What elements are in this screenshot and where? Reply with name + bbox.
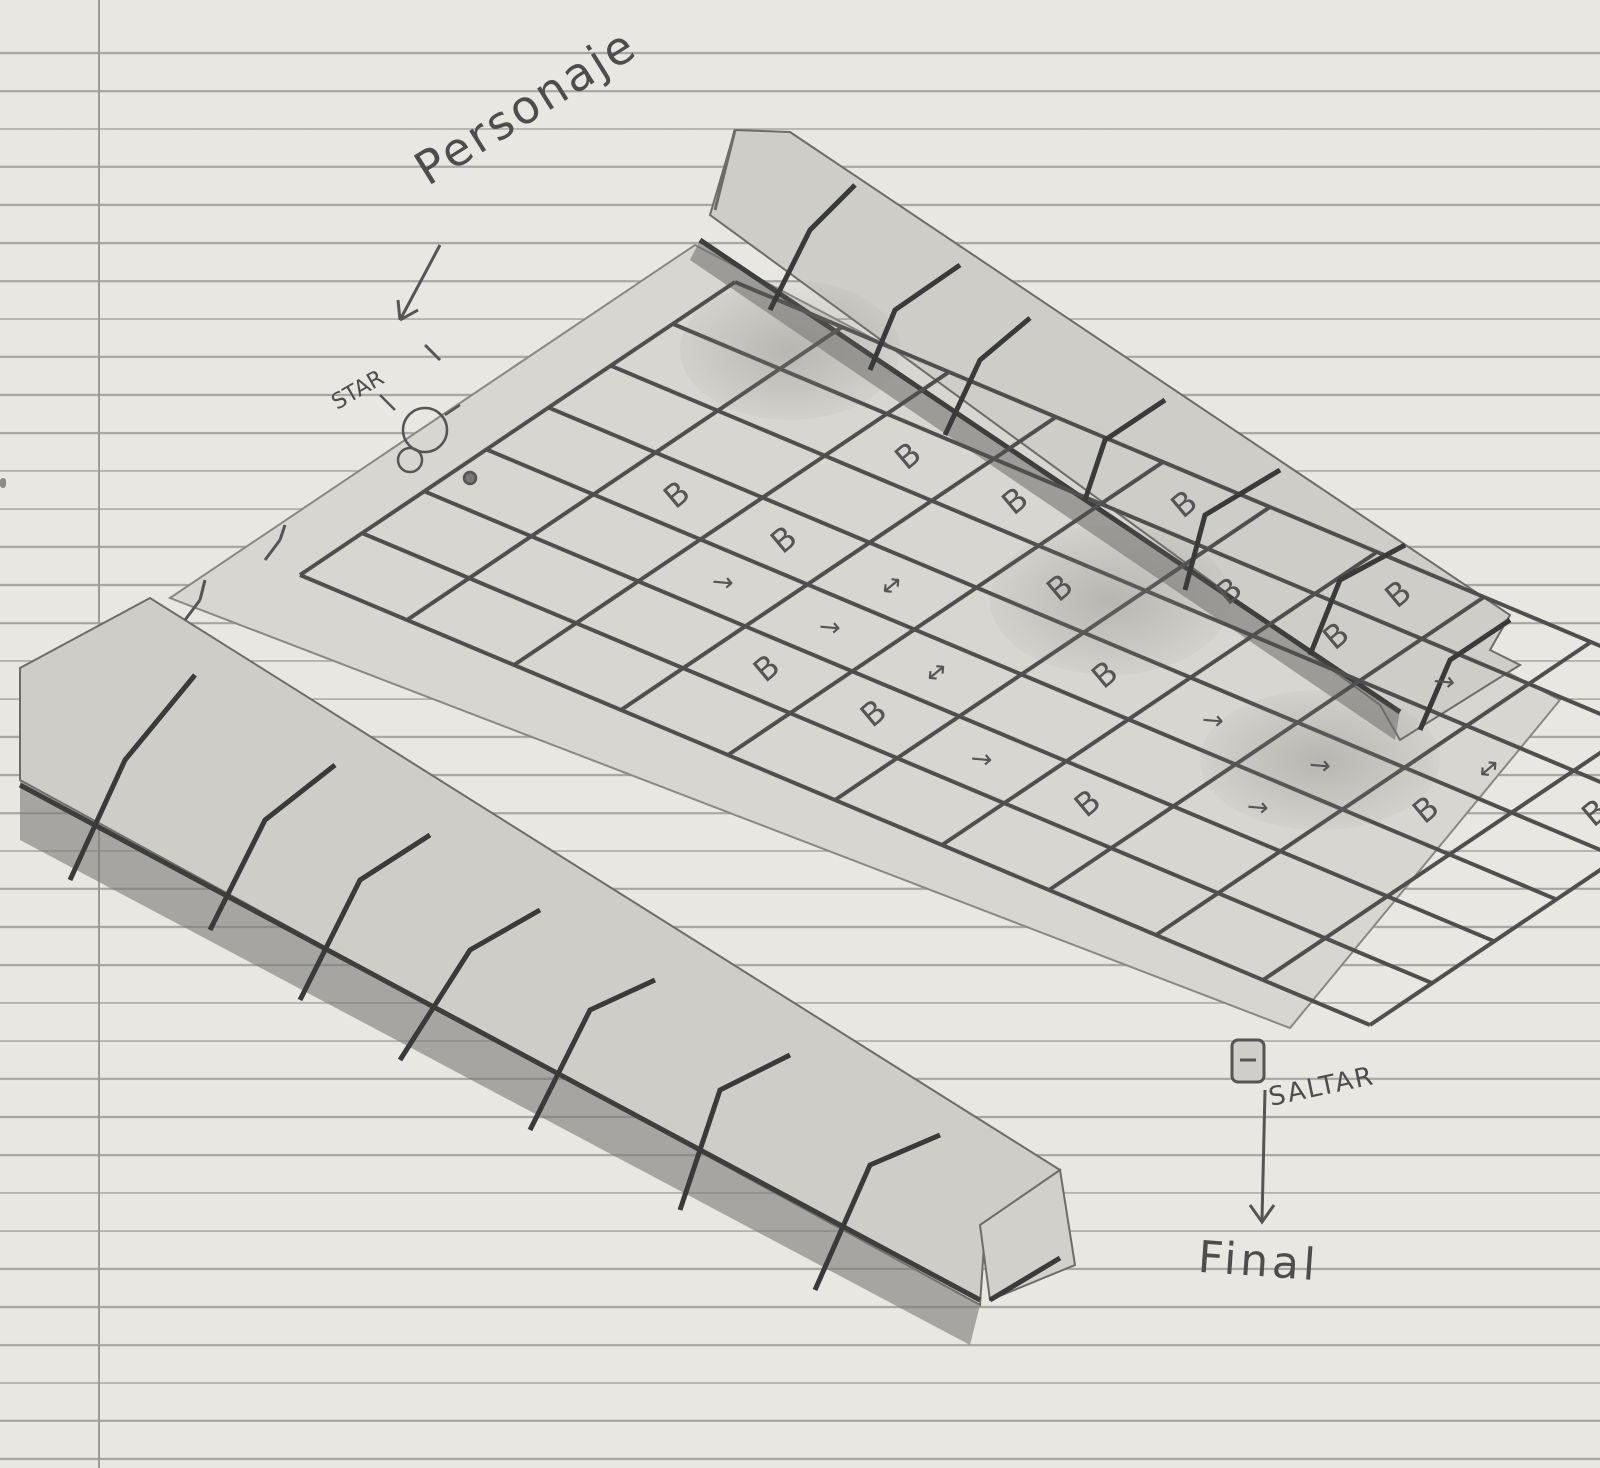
cell-symbol: ↘ (1595, 667, 1600, 704)
shade-blob (1200, 690, 1440, 830)
grid-line (1368, 867, 1600, 1027)
shade-blob (680, 280, 900, 420)
grid-line (940, 550, 1379, 847)
arrow-to-final-icon (1248, 1089, 1276, 1225)
goal-box-icon (1230, 1038, 1266, 1084)
character-figure-icon (379, 394, 478, 486)
shade-blob (990, 525, 1230, 675)
grid-line (298, 280, 737, 577)
grid-line (1261, 750, 1600, 982)
binding-hole (0, 478, 6, 488)
grid-line (726, 460, 1165, 757)
grid-line (619, 415, 1058, 712)
arrow-down-left-icon (396, 244, 442, 362)
end-block (978, 1168, 1077, 1303)
finish-label: Final (1196, 1231, 1322, 1292)
board-floor (167, 243, 1562, 1030)
bottom-wall (18, 596, 1062, 1345)
tick-marks (183, 524, 287, 621)
wall-dividers (67, 183, 1512, 1292)
grid-line (512, 370, 951, 667)
cell-symbol: B (1574, 791, 1600, 834)
